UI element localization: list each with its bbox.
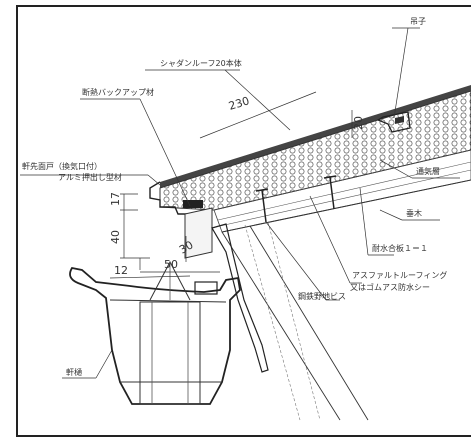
label-plywood: 耐水合板１＝１ xyxy=(372,243,428,253)
backup-block xyxy=(183,200,203,208)
label-roof-body: シャダンルーフ20本体 xyxy=(160,58,242,68)
label-eave-cover: 軒先面戸（換気口付） xyxy=(22,161,102,171)
tsuriko-clip xyxy=(376,111,411,133)
screw-2 xyxy=(329,176,335,210)
label-tsuriko: 吊子 xyxy=(410,17,426,26)
gutter-body xyxy=(69,266,241,405)
eave-cover xyxy=(149,181,190,215)
dimension-40: 40 xyxy=(109,230,122,244)
label-vent-layer: 通気層 xyxy=(416,166,440,176)
dimension-30: 30 xyxy=(177,238,196,256)
dimension-17: 17 xyxy=(109,192,122,206)
label-asphalt-2: 又はゴムアス防水シー xyxy=(350,282,430,292)
label-eave-cover-2: アルミ押出し型材 xyxy=(58,172,122,182)
insulation-core xyxy=(159,90,471,211)
screw-1 xyxy=(261,189,267,223)
drawing-border xyxy=(16,5,471,437)
fascia-board xyxy=(184,207,213,259)
label-backup: 断熱バックアップ材 xyxy=(82,87,154,97)
dimension-lines xyxy=(109,91,353,279)
dimension-50: 50 xyxy=(164,258,178,271)
rafter-line-1 xyxy=(221,231,341,421)
label-rafter: 垂木 xyxy=(406,208,422,218)
plywood-line xyxy=(221,179,471,233)
vent-layer xyxy=(213,149,471,233)
label-asphalt: アスファルトルーフィング xyxy=(352,270,447,280)
label-gutter: 軒樋 xyxy=(66,367,82,377)
roof-panel-top-sheet xyxy=(160,85,471,188)
downpipe xyxy=(139,301,201,405)
rafter-line-2 xyxy=(249,225,369,421)
label-screw: 鋼鉄野地ビス xyxy=(298,291,346,301)
dimension-12: 12 xyxy=(114,264,128,277)
leader-lines xyxy=(20,27,460,379)
dimension-230: 230 xyxy=(227,94,251,113)
dimension-20: 20 xyxy=(352,116,365,130)
gutter-bracket xyxy=(211,223,269,373)
